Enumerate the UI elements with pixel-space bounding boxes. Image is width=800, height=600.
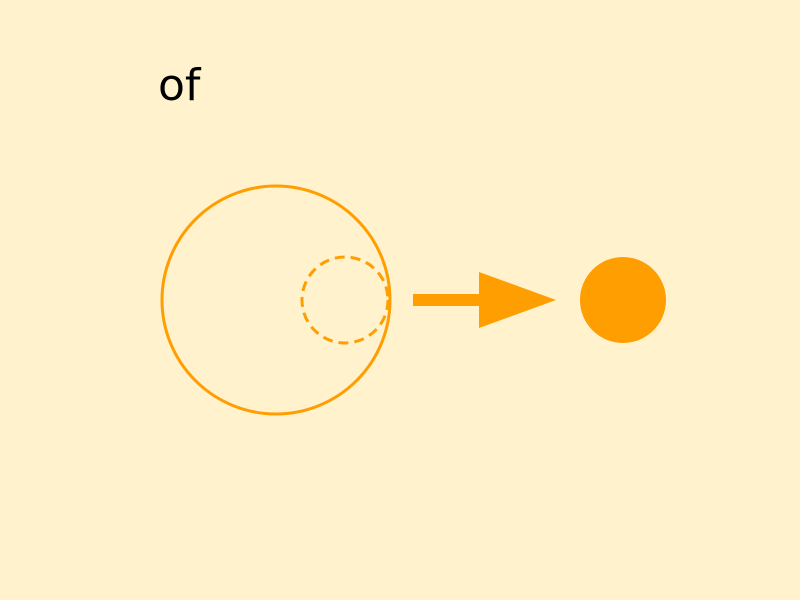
small-dashed-circle-icon (300, 255, 390, 345)
large-circle-icon (160, 184, 392, 416)
right-arrow-icon (413, 272, 556, 328)
filled-circle-icon (580, 257, 666, 343)
word-label: of (158, 60, 201, 111)
